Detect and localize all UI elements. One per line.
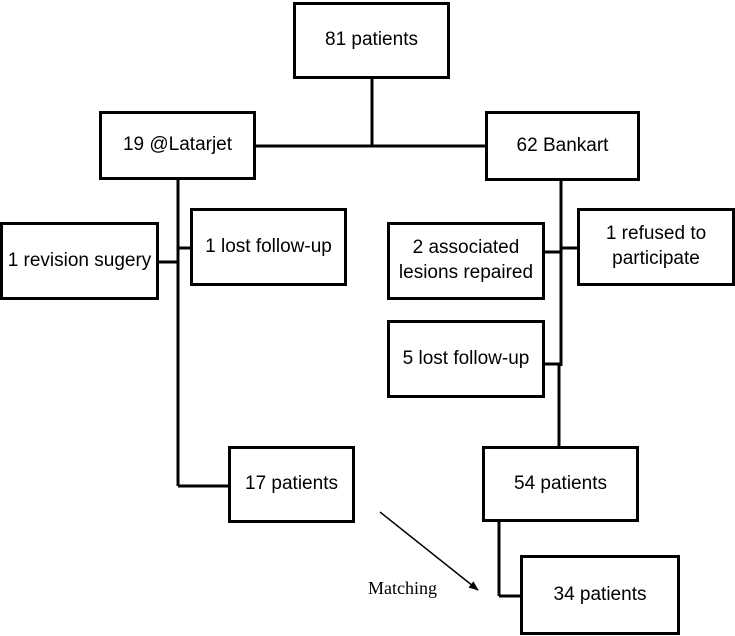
node-bankart-final-label: 54 patients bbox=[514, 472, 607, 494]
node-bankart-label: 62 Bankart bbox=[516, 134, 609, 156]
node-bankart-final: 54 patients bbox=[482, 446, 639, 522]
node-total-label: 81 patients bbox=[325, 29, 418, 51]
node-matched: 34 patients bbox=[520, 555, 680, 635]
node-latarjet-final-label: 17 patients bbox=[245, 473, 338, 495]
node-latarjet-lost: 1 lost follow-up bbox=[190, 208, 347, 286]
matching-label: Matching bbox=[368, 578, 437, 598]
node-latarjet-final: 17 patients bbox=[228, 446, 355, 523]
node-latarjet-lost-label: 1 lost follow-up bbox=[205, 235, 332, 257]
node-revision: 1 revision sugery bbox=[0, 222, 159, 300]
node-latarjet: 19 @Latarjet bbox=[99, 111, 256, 180]
node-revision-label: 1 revision sugery bbox=[7, 249, 152, 271]
node-latarjet-label: 19 @Latarjet bbox=[122, 134, 233, 156]
node-refused-label: 1 refused to participate bbox=[605, 223, 707, 269]
node-bankart-lost: 5 lost follow-up bbox=[387, 320, 545, 398]
node-bankart-lost-label: 5 lost follow-up bbox=[402, 347, 530, 369]
node-refused: 1 refused to participate bbox=[577, 208, 735, 286]
node-total: 81 patients bbox=[293, 2, 450, 79]
node-associated-label: 2 associated lesions repaired bbox=[398, 237, 534, 283]
node-associated: 2 associated lesions repaired bbox=[387, 222, 545, 300]
node-bankart: 62 Bankart bbox=[485, 111, 640, 181]
matching-arrow bbox=[379, 511, 479, 591]
node-matched-label: 34 patients bbox=[553, 583, 647, 605]
